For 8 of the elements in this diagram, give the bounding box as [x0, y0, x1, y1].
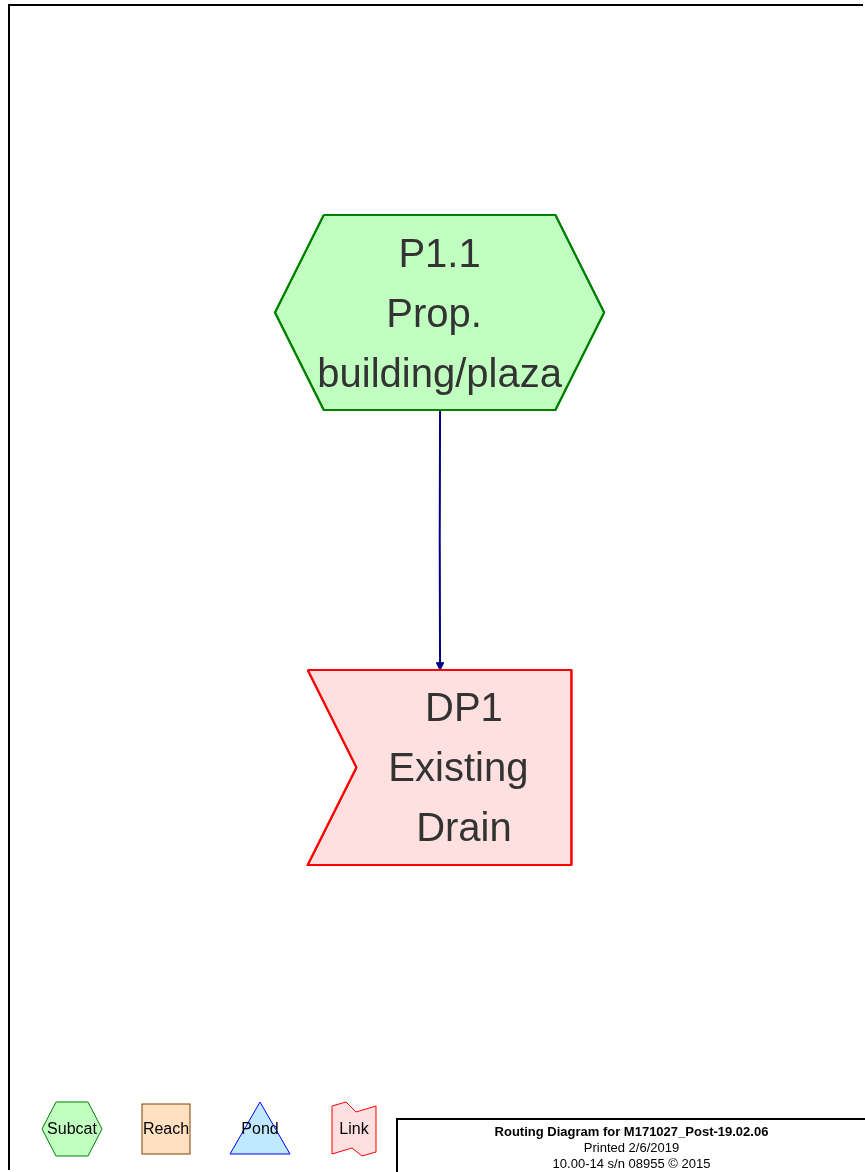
title-block-note: Printed 2/6/2019 — [582, 1140, 681, 1156]
legend-label: Subcat — [47, 1120, 97, 1138]
title-block-heading: Routing Diagram for M171027_Post-19.02.06 — [493, 1124, 770, 1140]
legend-label: Link — [339, 1120, 369, 1138]
legend-label: Reach — [142, 1120, 190, 1138]
arrow — [436, 409, 445, 671]
legend-label: Pond — [241, 1120, 279, 1138]
title-block-note: 10.00-14 s/n 08955 © 2015 — [551, 1156, 712, 1172]
